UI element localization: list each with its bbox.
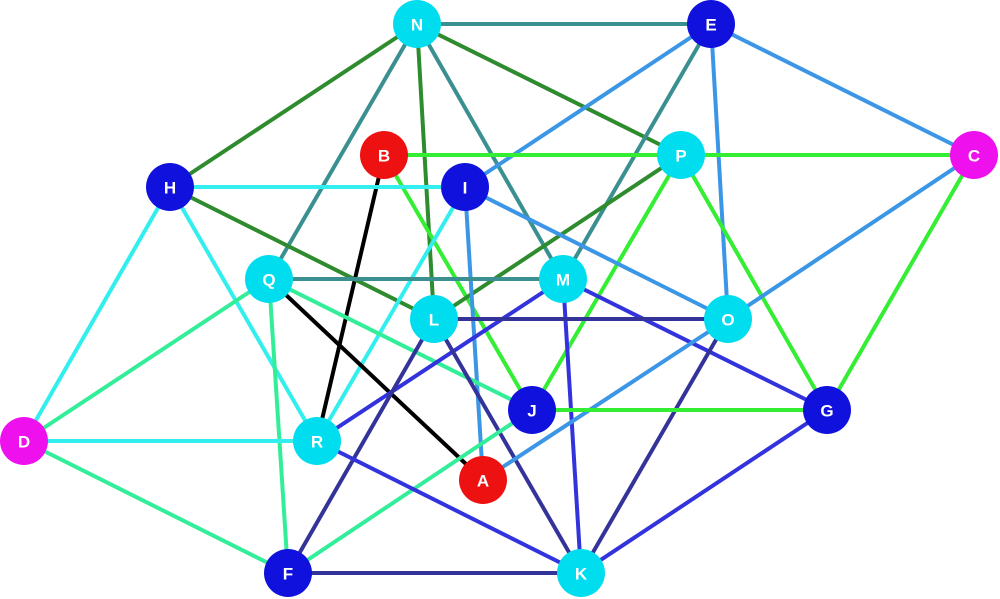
node-f[interactable]: F (264, 549, 312, 597)
node-circle (557, 549, 605, 597)
edge-e-i (463, 22, 713, 189)
node-a[interactable]: A (459, 456, 507, 504)
node-circle (539, 255, 587, 303)
edge-i-r (315, 185, 467, 443)
edge-r-k (316, 439, 582, 575)
node-circle (0, 417, 48, 465)
edge-q-f (267, 278, 290, 574)
node-circle (264, 549, 312, 597)
node-label: P (675, 147, 686, 166)
edge-b-r (315, 154, 386, 442)
node-circle (459, 456, 507, 504)
node-c[interactable]: C (950, 131, 998, 179)
edge-n-m (415, 23, 565, 280)
edge-layer (22, 22, 976, 575)
node-label: G (820, 402, 833, 421)
edge-n-l (415, 23, 436, 320)
node-label: R (311, 433, 323, 452)
node-l[interactable]: L (410, 295, 458, 343)
edge-d-f (23, 439, 289, 575)
node-e[interactable]: E (687, 0, 735, 48)
node-label: I (463, 179, 468, 198)
node-circle (360, 131, 408, 179)
node-label: M (556, 271, 570, 290)
node-label: E (705, 16, 716, 35)
node-circle (245, 255, 293, 303)
edge-o-a (481, 317, 730, 482)
node-label: L (429, 311, 439, 330)
edge-n-p (416, 22, 682, 157)
node-circle (508, 386, 556, 434)
edge-n-h (168, 22, 419, 189)
node-o[interactable]: O (704, 295, 752, 343)
edge-l-f (286, 318, 436, 574)
node-i[interactable]: I (441, 163, 489, 211)
edge-e-c (710, 22, 975, 157)
node-circle (293, 417, 341, 465)
node-n[interactable]: N (393, 0, 441, 48)
node-label: K (575, 565, 588, 584)
edge-m-r (315, 277, 565, 443)
node-circle (393, 0, 441, 48)
node-label: H (164, 179, 176, 198)
node-label: F (283, 565, 293, 584)
node-b[interactable]: B (360, 131, 408, 179)
edge-q-a (267, 277, 485, 482)
edge-i-a (463, 186, 485, 481)
edge-h-d (22, 186, 172, 442)
edge-m-k (561, 278, 583, 574)
node-label: J (527, 402, 536, 421)
node-circle (657, 131, 705, 179)
node-label: B (378, 147, 390, 166)
node-circle (950, 131, 998, 179)
edge-e-m (561, 22, 713, 281)
node-d[interactable]: D (0, 417, 48, 465)
node-label: Q (262, 271, 275, 290)
node-k[interactable]: K (557, 549, 605, 597)
edge-c-o (726, 153, 976, 321)
node-r[interactable]: R (293, 417, 341, 465)
edge-p-j (530, 153, 683, 412)
edge-p-l (432, 153, 683, 321)
node-circle (687, 0, 735, 48)
node-circle (704, 295, 752, 343)
node-label: C (968, 147, 980, 166)
node-circle (441, 163, 489, 211)
node-label: A (477, 472, 489, 491)
edge-o-k (579, 317, 730, 575)
node-circle (410, 295, 458, 343)
node-label: N (411, 16, 423, 35)
edge-i-o (464, 185, 729, 321)
edge-m-g (562, 277, 828, 412)
node-label: D (18, 433, 30, 452)
edge-b-j (382, 153, 534, 412)
edge-h-r (168, 185, 319, 443)
edge-h-l (169, 185, 435, 321)
node-m[interactable]: M (539, 255, 587, 303)
edge-p-g (679, 154, 829, 411)
edge-n-q (267, 22, 419, 281)
edge-g-k (579, 408, 829, 575)
edge-l-k (432, 317, 583, 575)
edge-q-j (268, 277, 533, 412)
edge-c-g (825, 154, 976, 411)
edge-q-d (22, 277, 271, 443)
node-q[interactable]: Q (245, 255, 293, 303)
node-h[interactable]: H (146, 163, 194, 211)
node-g[interactable]: G (803, 386, 851, 434)
node-j[interactable]: J (508, 386, 556, 434)
node-circle (146, 163, 194, 211)
node-label: O (721, 311, 734, 330)
node-p[interactable]: P (657, 131, 705, 179)
edge-e-o (709, 23, 730, 320)
node-circle (803, 386, 851, 434)
edge-j-f (286, 408, 534, 575)
